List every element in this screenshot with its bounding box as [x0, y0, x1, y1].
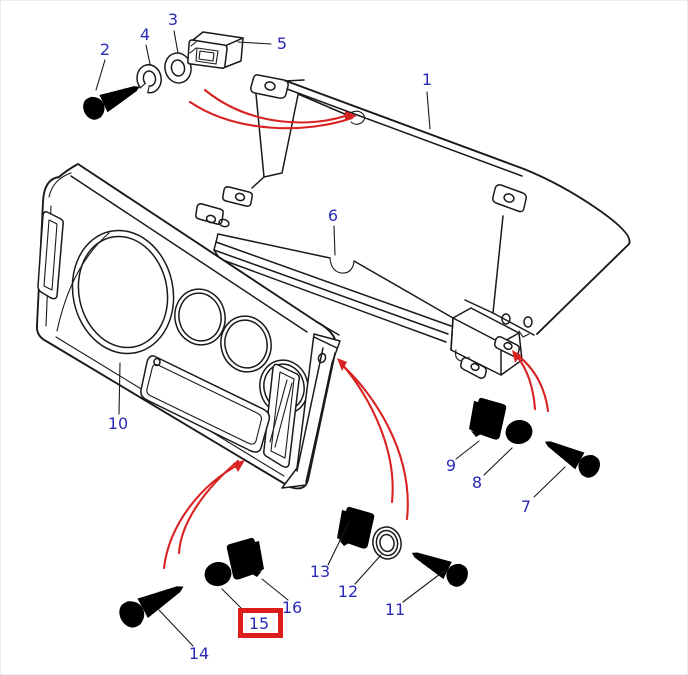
part-instrument-bezel-10 [35, 163, 341, 490]
part-screw-7 [539, 431, 604, 482]
fit-direction-arrow-right [512, 350, 550, 413]
fit-direction-arrow-middle [337, 358, 409, 521]
part-label-1: 1 [422, 70, 432, 89]
part-label-3: 3 [168, 10, 178, 29]
part-cup-washer-12 [372, 526, 402, 560]
part-label-2: 2 [100, 40, 110, 59]
part-flat-washer-3 [164, 52, 192, 84]
part-label-5: 5 [277, 34, 287, 53]
part-label-4: 4 [140, 25, 150, 44]
leader-line-15 [221, 588, 244, 611]
part-spring-clip-16 [226, 537, 264, 580]
leader-line-7 [533, 466, 566, 498]
leader-line-3 [173, 30, 179, 54]
fit-direction-arrow-top [188, 88, 357, 130]
part-screw-14 [115, 574, 190, 632]
leader-line-13 [327, 521, 350, 566]
part-spring-clip-13 [337, 506, 375, 549]
part-star-washer-15 [202, 559, 234, 589]
part-screw-11 [406, 542, 472, 590]
part-label-15: 15 [249, 614, 269, 633]
item-labels: 1 2 3 4 5 6 7 8 9 10 11 12 13 14 15 16 [100, 10, 531, 663]
part-label-10: 10 [108, 414, 128, 433]
assembly-arrows [162, 88, 550, 570]
part-spring-clip-9 [469, 397, 507, 440]
part-label-14: 14 [189, 644, 209, 663]
leader-lines [95, 30, 566, 647]
part-top-panel-1 [195, 74, 631, 338]
leader-line-5 [237, 41, 272, 45]
part-label-12: 12 [338, 582, 358, 601]
leader-line-4 [145, 44, 151, 65]
part-label-13: 13 [310, 562, 330, 581]
leader-line-10 [118, 362, 121, 415]
leader-line-8 [483, 447, 513, 476]
leader-line-14 [158, 609, 194, 647]
leader-line-16 [261, 578, 289, 601]
leader-line-11 [402, 570, 445, 603]
part-star-washer-8 [503, 417, 535, 447]
part-clip-nut-5 [187, 31, 244, 69]
fit-direction-arrow-left [162, 459, 245, 570]
part-label-11: 11 [385, 600, 405, 619]
part-support-bracket-6 [213, 233, 523, 379]
part-label-16: 16 [282, 598, 302, 617]
part-spring-washer-4 [136, 64, 162, 94]
leader-line-12 [354, 554, 382, 585]
part-label-6: 6 [328, 206, 338, 225]
part-screw-2 [79, 76, 145, 123]
leader-line-6 [333, 225, 336, 256]
part-label-9: 9 [446, 456, 456, 475]
part-label-8: 8 [472, 473, 482, 492]
leader-line-2 [95, 59, 106, 91]
part-label-7: 7 [521, 497, 531, 516]
leader-line-1 [426, 91, 431, 130]
leader-line-9 [455, 440, 480, 460]
highlight-box-15 [238, 608, 283, 638]
